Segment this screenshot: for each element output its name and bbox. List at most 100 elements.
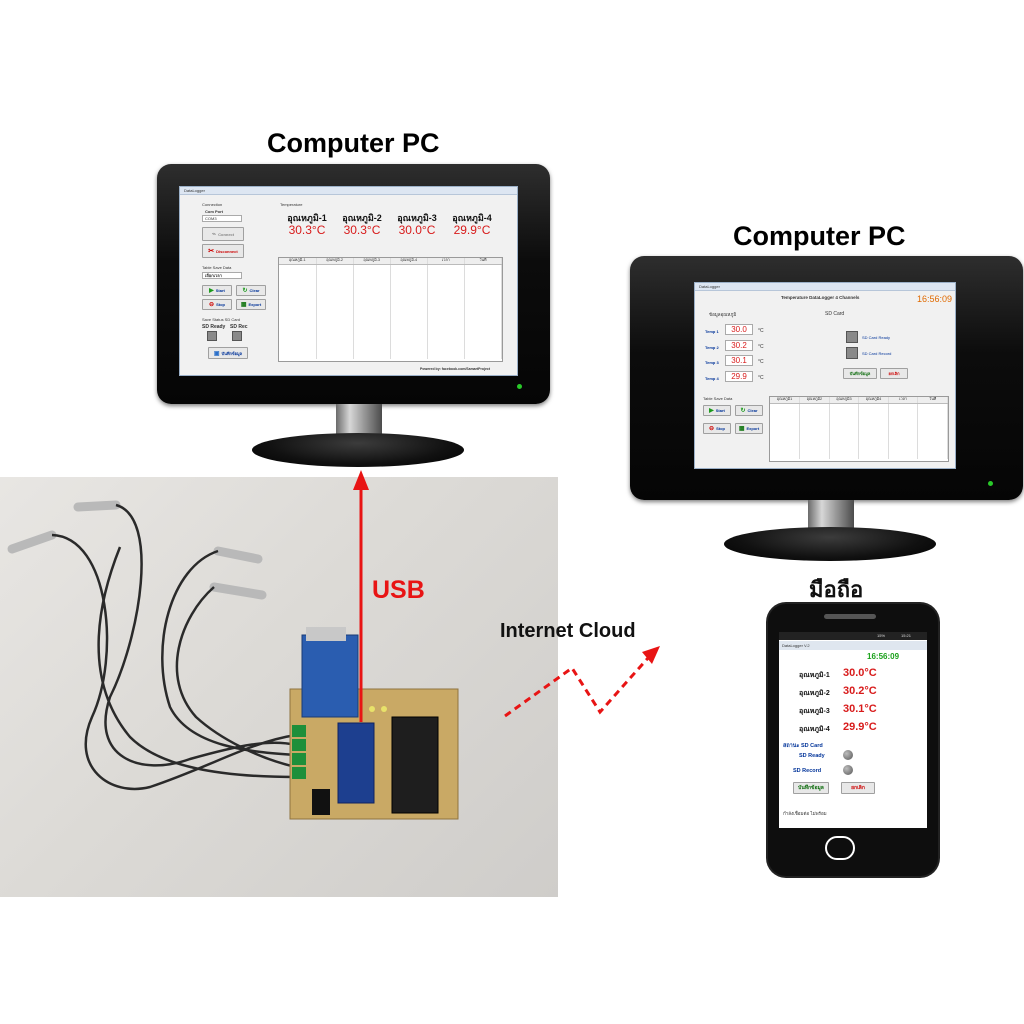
- table-row[interactable]: [279, 336, 502, 343]
- table-row[interactable]: [770, 414, 948, 420]
- sd-status-label: Save Status SD Card: [202, 317, 241, 322]
- temperature-group-label: Temperature: [280, 202, 303, 207]
- mode-select[interactable]: เลือกเวลา: [202, 272, 242, 279]
- table-save-label: Table Save Data: [202, 265, 232, 270]
- table-row[interactable]: [770, 431, 948, 437]
- table-cell: [829, 403, 860, 409]
- channel-4-value: 29.9°C: [453, 223, 491, 237]
- sd-group-label: SD Card: [825, 311, 845, 317]
- table-row[interactable]: [279, 297, 502, 304]
- table-cell: [353, 308, 391, 315]
- left-data-grid[interactable]: อุณหภูมิ-1 อุณหภูมิ-2 อุณหภูมิ-3 อุณหภูม…: [278, 257, 503, 362]
- table-cell: [316, 342, 354, 348]
- table-cell: [427, 280, 465, 287]
- phone-cancel-button[interactable]: ยกเลิก: [841, 782, 875, 794]
- table-row[interactable]: [279, 325, 502, 332]
- disconnect-button[interactable]: ✂Disconnect: [202, 244, 244, 258]
- start-button[interactable]: ▶Start: [202, 285, 232, 296]
- stop-icon: ⊖: [209, 302, 215, 308]
- table-row[interactable]: [770, 447, 948, 454]
- stop-button[interactable]: ⊖Stop: [703, 423, 731, 434]
- status-time: 15:21: [901, 633, 912, 638]
- phone-save-button[interactable]: บันทึกข้อมูล: [793, 782, 829, 794]
- com-port-select[interactable]: COM3: [202, 215, 242, 222]
- table-cell: [316, 292, 354, 298]
- table-cell: [353, 314, 391, 321]
- export-button[interactable]: ▦Export: [236, 299, 266, 310]
- connection-label: Connection: [202, 202, 223, 207]
- phone-temp-4-label: อุณหภูมิ-4: [799, 726, 830, 733]
- table-cell: [799, 419, 830, 426]
- temp-4-label: Temp 4: [705, 376, 719, 381]
- start-button[interactable]: ▶Start: [703, 405, 731, 416]
- table-cell: [888, 414, 919, 420]
- col-header: วันที่: [464, 258, 502, 265]
- export-button[interactable]: ▦Export: [735, 423, 763, 434]
- table-cell: [390, 292, 428, 298]
- table-row[interactable]: [279, 308, 502, 315]
- temp-group-label: ข้อมูลอุณหภูมิ: [709, 312, 737, 317]
- table-row[interactable]: [770, 419, 948, 426]
- table-cell: [464, 280, 502, 287]
- table-row[interactable]: [770, 425, 948, 432]
- table-row[interactable]: [279, 331, 502, 337]
- table-cell: [353, 275, 391, 281]
- sd-ready-indicator: [207, 331, 217, 341]
- stop-button[interactable]: ⊖Stop: [202, 299, 232, 310]
- sensor-cables: [51, 503, 297, 791]
- table-row[interactable]: [279, 348, 502, 354]
- right-data-grid[interactable]: อุณหภูมิ1 อุณหภูมิ2 อุณหภูมิ3 อุณหภูมิ4 …: [769, 396, 949, 462]
- table-row[interactable]: [279, 264, 502, 270]
- table-cell: [279, 331, 317, 337]
- table-cell: [353, 264, 391, 270]
- refresh-icon: ↻: [242, 288, 248, 294]
- table-cell: [888, 403, 919, 409]
- table-row[interactable]: [279, 292, 502, 298]
- table-row[interactable]: [279, 280, 502, 287]
- table-cell: [464, 275, 502, 281]
- table-cell: [316, 348, 354, 354]
- table-cell: [799, 414, 830, 420]
- table-cell: [390, 269, 428, 276]
- dc-jack: [312, 789, 330, 815]
- temp-1-unit: °C: [758, 328, 764, 334]
- table-cell: [770, 419, 801, 426]
- clear-button[interactable]: ↻Clear: [735, 405, 763, 416]
- connect-button[interactable]: ⌁Connect: [202, 227, 244, 241]
- table-row[interactable]: [770, 436, 948, 443]
- table-cell: [427, 308, 465, 315]
- table-row[interactable]: [770, 403, 948, 409]
- table-row[interactable]: [770, 442, 948, 448]
- save-data-button[interactable]: บันทึกข้อมูล: [843, 368, 877, 379]
- table-row[interactable]: [279, 269, 502, 276]
- sd-card-module: [301, 634, 359, 718]
- usb-label: USB: [372, 576, 425, 604]
- arduino-nano: [337, 722, 375, 804]
- clear-button[interactable]: ↻Clear: [236, 285, 266, 296]
- phone-home-button[interactable]: [825, 836, 855, 860]
- table-row[interactable]: [279, 353, 502, 360]
- table-row[interactable]: [279, 286, 502, 293]
- phone-temp-3-value: 30.1°C: [843, 703, 877, 715]
- table-cell: [770, 447, 801, 454]
- table-cell: [316, 331, 354, 337]
- table-row[interactable]: [279, 320, 502, 326]
- table-row[interactable]: [279, 275, 502, 281]
- table-cell: [464, 353, 502, 360]
- table-cell: [427, 275, 465, 281]
- table-row[interactable]: [279, 314, 502, 321]
- table-cell: [316, 336, 354, 343]
- temperature-probes: [7, 500, 267, 600]
- table-cell: [427, 331, 465, 337]
- cancel-button[interactable]: ยกเลิก: [880, 368, 908, 379]
- table-cell: [353, 325, 391, 332]
- hardware-photo: [0, 477, 558, 897]
- sd-rec-indicator: [232, 331, 242, 341]
- table-row[interactable]: [279, 342, 502, 348]
- save-sd-button[interactable]: ▣บันทึกข้อมูล: [208, 347, 248, 359]
- table-row[interactable]: [770, 408, 948, 415]
- table-row[interactable]: [279, 303, 502, 309]
- table-row[interactable]: [770, 453, 948, 460]
- phone-clock: 16:56:09: [867, 652, 900, 661]
- internet-arrow-head: [642, 646, 660, 664]
